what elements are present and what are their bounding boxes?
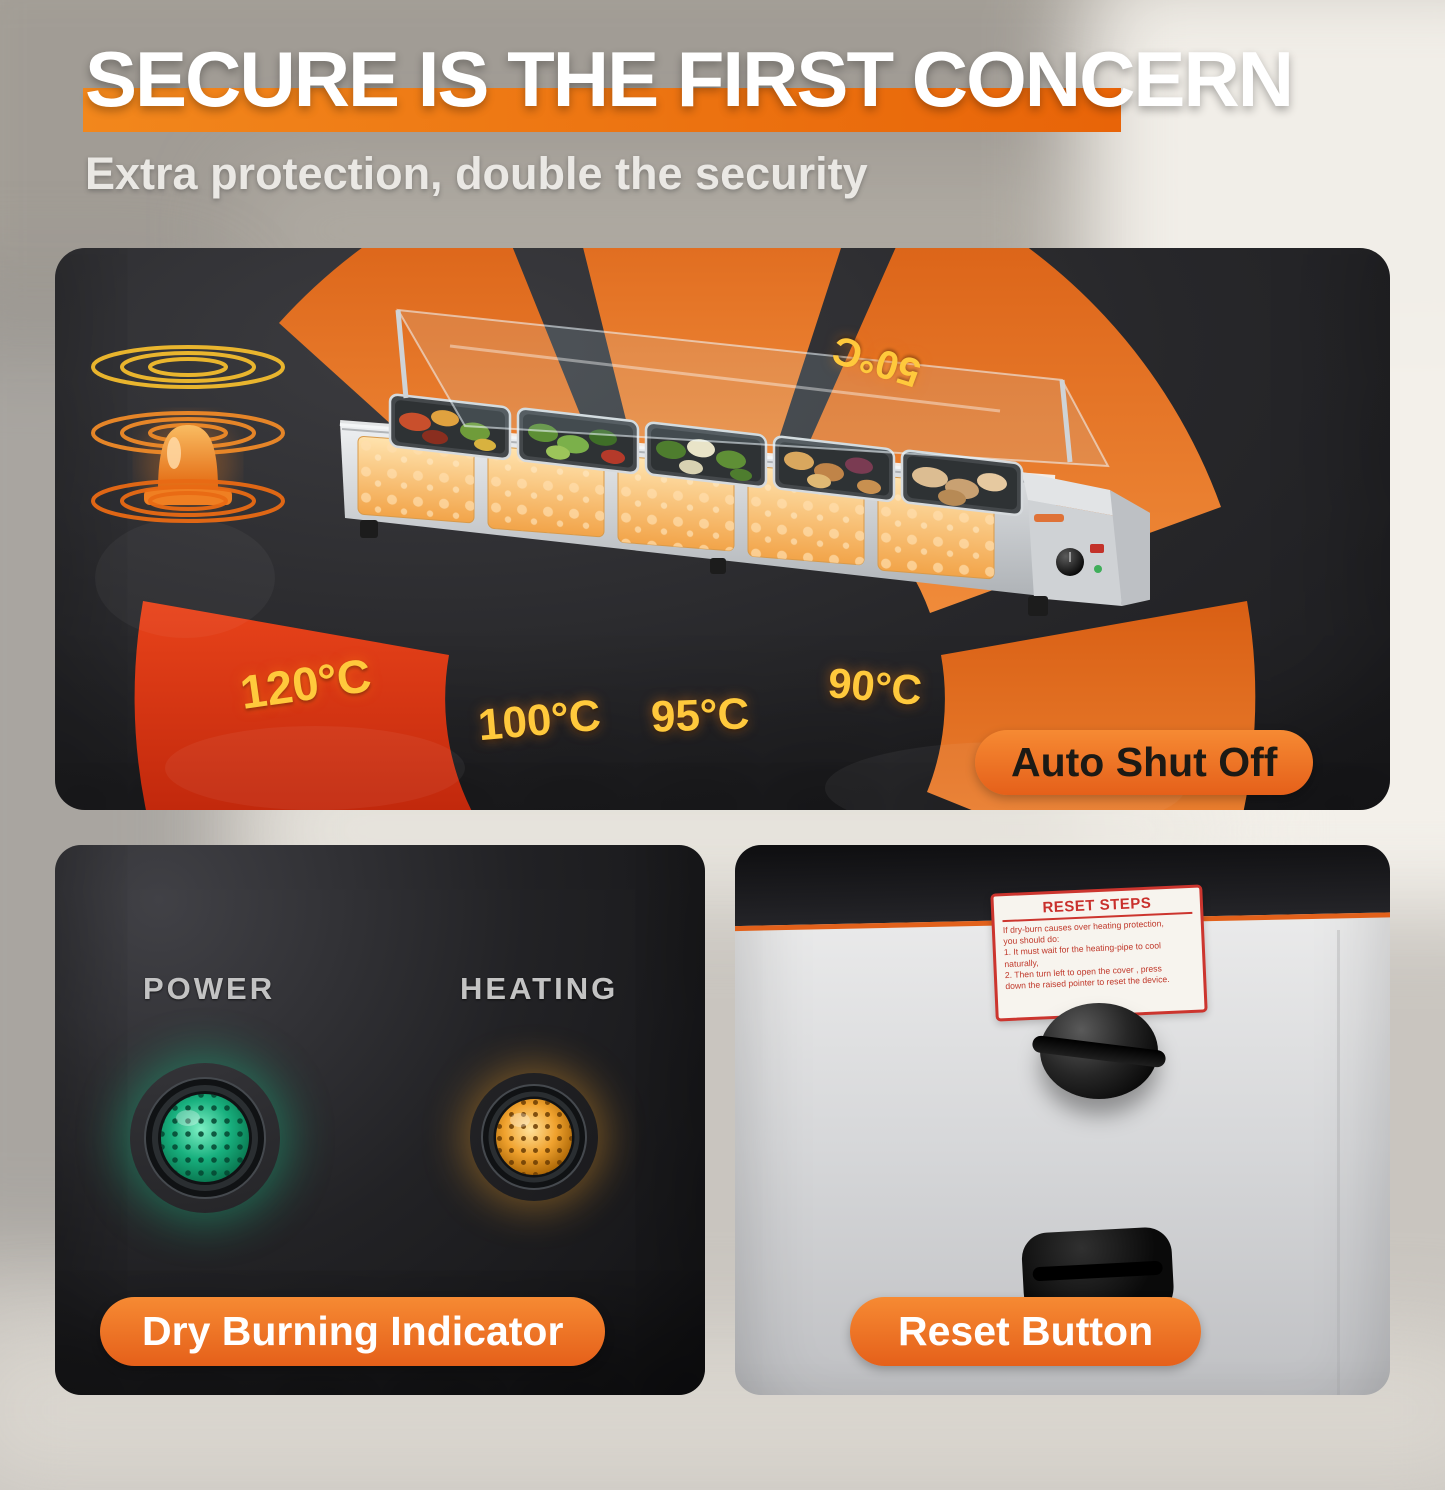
page-title: SECURE IS THE FIRST CONCERN bbox=[85, 35, 1294, 123]
temp-label-100c: 100°C bbox=[476, 690, 603, 751]
heating-indicator-light bbox=[470, 1073, 598, 1201]
pan-salad bbox=[516, 407, 640, 475]
title-accent-bar bbox=[83, 88, 1121, 132]
control-box bbox=[1022, 472, 1150, 606]
heating-label: HEATING bbox=[460, 971, 619, 1006]
indicator-dot bbox=[1094, 565, 1102, 573]
page-subtitle: Extra protection, double the security bbox=[85, 148, 868, 199]
reset-button-badge: Reset Button bbox=[850, 1297, 1202, 1366]
reset-button-panel: RESET STEPS If dry-burn causes over heat… bbox=[735, 845, 1390, 1395]
heating-led-graphic bbox=[481, 1084, 587, 1190]
reset-knob bbox=[1030, 1003, 1170, 1123]
feet bbox=[360, 520, 1048, 616]
power-switch bbox=[1090, 544, 1104, 553]
alarm-ring-bottom bbox=[91, 479, 285, 523]
lower-knob-slot bbox=[1032, 1260, 1163, 1282]
auto-shut-off-badge: Auto Shut Off bbox=[975, 730, 1314, 795]
pan-mixed-vegetables bbox=[388, 393, 512, 461]
power-led-graphic bbox=[144, 1077, 266, 1199]
header: SECURE IS THE FIRST CONCERN Extra protec… bbox=[83, 35, 1405, 200]
power-label: POWER bbox=[143, 971, 276, 1006]
pan-beans bbox=[772, 435, 896, 503]
reset-steps-sticker: RESET STEPS If dry-burn causes over heat… bbox=[990, 884, 1208, 1022]
dry-burning-indicator-badge: Dry Burning Indicator bbox=[100, 1297, 606, 1366]
panel-seam bbox=[1337, 930, 1340, 1395]
temp-label-95c: 95°C bbox=[650, 689, 751, 742]
alarm-ring-top bbox=[91, 345, 285, 389]
brand-mark bbox=[1034, 514, 1064, 522]
power-indicator-light bbox=[130, 1063, 280, 1213]
glass-guard bbox=[395, 308, 1110, 468]
food-warmer-illustration bbox=[339, 308, 1150, 616]
auto-shut-off-panel: 120°C 100°C 95°C 90°C 50°C Auto Shut Off bbox=[55, 248, 1390, 810]
temp-label-90c: 90°C bbox=[826, 659, 924, 715]
dry-burning-indicator-panel: POWER HEATING bbox=[55, 845, 705, 1395]
dry-burn-alarm-icon bbox=[91, 345, 285, 523]
